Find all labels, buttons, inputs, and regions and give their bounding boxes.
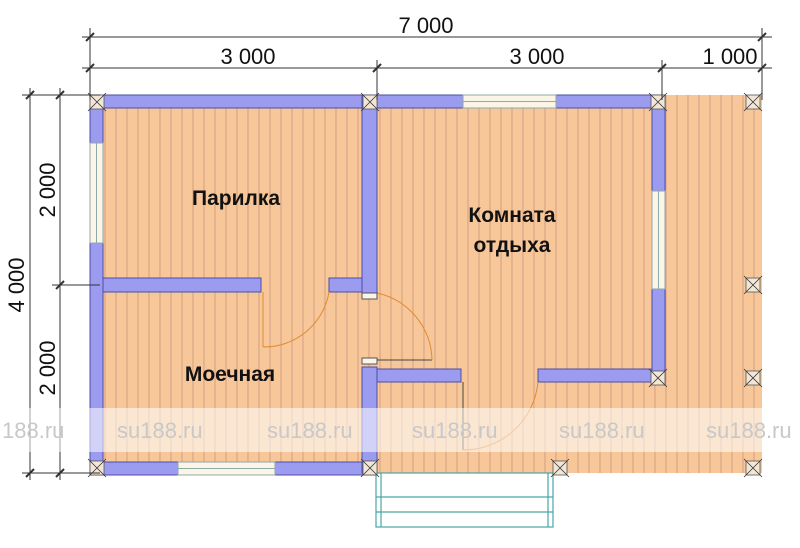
wall-bottom-mid (274, 461, 376, 476)
post-marker (743, 92, 763, 112)
wall-rest-right (537, 368, 663, 383)
door-steam-swing (262, 291, 330, 348)
watermark-5: su188.ru (559, 418, 645, 443)
watermark-6: su188.ru (706, 418, 792, 443)
dim-lower-height: 2 000 (35, 340, 60, 395)
post-marker (743, 458, 763, 478)
post-marker (743, 275, 763, 295)
wall-right-upper (651, 94, 666, 192)
door-frame-a (361, 292, 378, 300)
wall-steam-wash (102, 277, 262, 293)
windows (89, 94, 666, 476)
post-marker (87, 458, 107, 478)
watermark-2: su188.ru (117, 418, 203, 443)
post-marker (743, 368, 763, 388)
wall-rest-left (376, 368, 462, 383)
door-rest-swing (376, 292, 433, 361)
watermark-band: 188.ru su188.ru su188.ru su188.ru su188.… (0, 408, 800, 452)
post-marker (648, 92, 668, 112)
wall-steam-stub (328, 277, 363, 293)
room-label-steam: Парилка (192, 187, 280, 210)
post-marker (360, 458, 380, 478)
room-label-rest-1: Комната (468, 204, 556, 227)
post-marker (87, 92, 107, 112)
dim-total-width: 7 000 (398, 13, 453, 38)
wall-top-right (555, 94, 663, 109)
dim-segment-1: 3 000 (220, 44, 275, 69)
porch-steps (375, 472, 554, 528)
dim-total-height: 4 000 (4, 257, 29, 312)
watermark-1: 188.ru (2, 418, 64, 443)
dim-upper-height: 2 000 (35, 162, 60, 217)
dim-segment-3: 1 000 (702, 44, 757, 69)
wall-partition-upper (361, 94, 378, 294)
watermark-4: su188.ru (412, 418, 498, 443)
post-marker (648, 368, 668, 388)
room-label-rest-2: отдыха (474, 234, 551, 257)
door-frame-b (361, 357, 378, 365)
post-marker (360, 92, 380, 112)
post-marker (550, 458, 570, 478)
walls (89, 94, 666, 476)
wall-top-left (96, 94, 464, 109)
room-label-wash: Моечная (185, 363, 275, 386)
posts (87, 92, 763, 478)
wall-right-lower (651, 288, 666, 383)
watermark-3: su188.ru (267, 418, 353, 443)
dim-segment-2: 3 000 (509, 44, 564, 69)
